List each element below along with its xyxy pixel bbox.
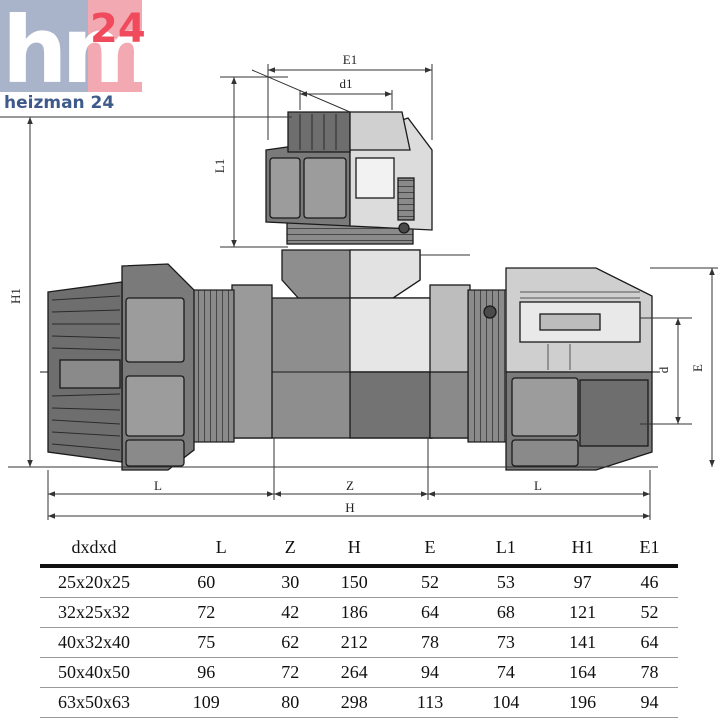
heizman24-logo: hm 24 heizman 24 [0,0,157,113]
cell-z: 30 [264,566,316,598]
header-e: E [424,536,436,557]
cell-e1: 94 [621,687,678,718]
table-row: 25x20x25 60 30 150 52 53 97 46 [40,566,678,598]
cell-size: 25x20x25 [40,566,148,598]
table-row: 32x25x32 72 42 186 64 68 121 52 [40,597,678,628]
table-header-row: dxdxd L Z H E L1 H1 E1 [40,530,678,566]
header-e1: E1 [639,536,660,557]
cell-e: 94 [392,657,468,688]
dim-label-h: H [345,500,354,515]
cell-l: 75 [148,627,265,658]
cell-l1: 104 [467,687,545,718]
cell-e: 113 [392,687,468,718]
table-row: 50x40x50 96 72 264 94 74 164 78 [40,657,678,688]
cell-l1: 53 [467,566,545,598]
header-l: L [215,536,227,557]
cell-l: 72 [148,597,265,628]
cell-z: 80 [264,687,316,718]
cell-h: 298 [315,687,393,718]
cell-z: 62 [264,627,316,658]
cell-h1: 141 [544,627,622,658]
logo-pink-panel [88,0,142,92]
dim-label-e1: E1 [343,52,357,67]
cell-z: 72 [264,657,316,688]
table-row: 40x32x40 75 62 212 78 73 141 64 [40,627,678,658]
cell-l: 109 [148,687,265,718]
tee-fitting-drawing: hm 24 heizman 24 [0,0,718,520]
dim-label-d1: d1 [340,76,353,91]
left-thread [191,289,235,443]
dim-label-l-left: L [154,478,162,493]
cell-z: 42 [264,597,316,628]
cell-size: 50x40x50 [40,657,148,688]
cell-size: 32x25x32 [40,597,148,628]
left-compression-nut [47,263,195,471]
cell-h1: 196 [544,687,622,718]
cell-size: 40x32x40 [40,627,148,658]
cell-e1: 64 [621,627,678,658]
logo-number: 24 [90,6,146,52]
cell-e1: 46 [621,566,678,598]
cell-h1: 121 [544,597,622,628]
header-z: Z [284,536,296,557]
cell-h: 212 [315,627,393,658]
cell-l1: 73 [467,627,545,658]
header-l1: L1 [495,536,516,557]
logo-mark: hm [2,0,151,104]
cell-size: 63x50x63 [40,687,148,718]
dim-label-h1: H1 [8,288,23,304]
header-dxdxd: dxdxd [71,536,117,557]
cell-e1: 52 [621,597,678,628]
cell-e: 52 [392,566,468,598]
cell-e: 78 [392,627,468,658]
dimension-table: dxdxd L Z H E L1 H1 E1 25x20x25 60 30 15… [40,530,678,718]
dimension-lines [0,64,718,520]
cell-h: 150 [315,566,393,598]
right-compression-nut [483,267,653,471]
top-compression-nut [265,111,433,234]
logo-blue-panel [0,0,88,92]
cell-e: 64 [392,597,468,628]
cell-h: 186 [315,597,393,628]
header-h1: H1 [571,536,594,557]
cell-l: 96 [148,657,265,688]
cell-l: 60 [148,566,265,598]
tee-body [40,221,660,439]
dim-label-e: E [690,364,705,372]
cell-l1: 68 [467,597,545,628]
dim-label-l1: L1 [212,159,227,173]
cell-e1: 78 [621,657,678,688]
cell-h: 264 [315,657,393,688]
dim-label-l-right: L [534,478,542,493]
dim-label-z: Z [346,478,354,493]
dim-label-d: d [656,366,671,373]
logo-subtitle: heizman 24 [4,93,114,113]
cell-h1: 164 [544,657,622,688]
cell-l1: 74 [467,657,545,688]
cell-h1: 97 [544,566,622,598]
table-row: 63x50x63 109 80 298 113 104 196 94 [40,687,678,718]
header-h: H [347,536,361,557]
